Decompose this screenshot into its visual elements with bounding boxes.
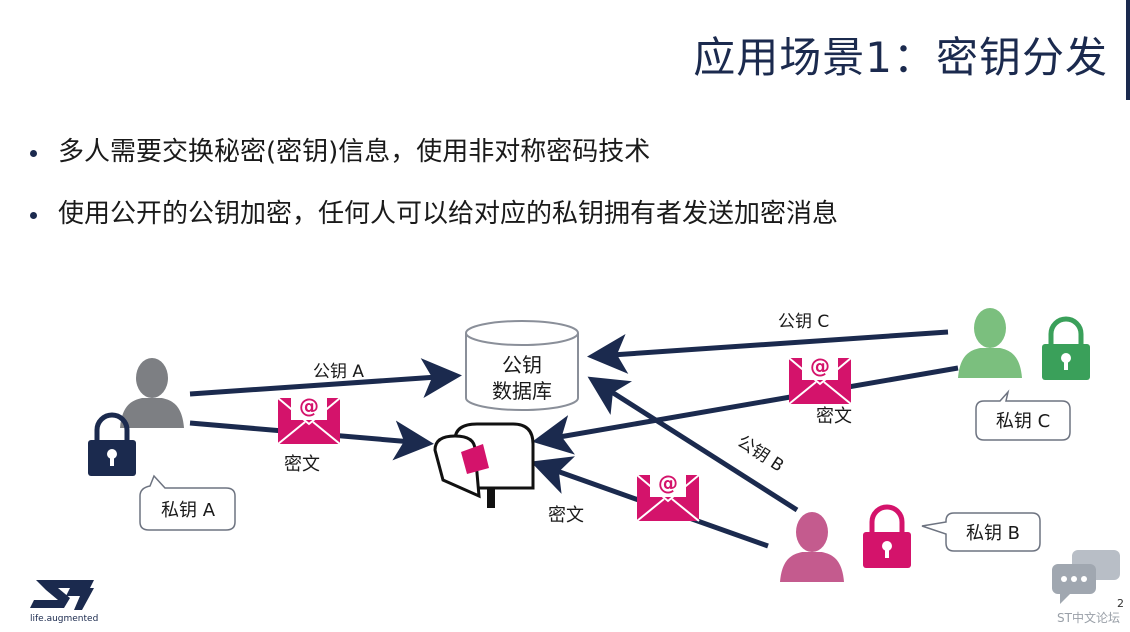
- lock-icon-b: [863, 504, 911, 568]
- lock-icon-a: [88, 412, 136, 476]
- lock-icon-c: [1042, 316, 1090, 380]
- svg-text:@: @: [658, 471, 678, 495]
- logo-tagline: life.augmented: [30, 614, 99, 624]
- privkey-a-bubble: [139, 474, 236, 531]
- svg-text:@: @: [810, 354, 830, 378]
- privkey-a-label: 私钥 A: [161, 500, 216, 521]
- privkey-b-label: 私钥 B: [966, 523, 1020, 544]
- title-accent-bar: [1126, 0, 1130, 100]
- arrow-pubkey-b: [587, 376, 799, 513]
- label-pubkey-b: 公钥 B: [733, 432, 787, 477]
- privkey-c-label: 私钥 C: [996, 411, 1050, 432]
- label-pubkey-a: 公钥 A: [313, 362, 364, 382]
- bullet-list: 多人需要交换秘密(密钥)信息，使用非对称密码技术 使用公开的公钥加密，任何人可以…: [30, 132, 838, 256]
- privkey-c-bubble: [975, 389, 1071, 441]
- bullet-item: 多人需要交换秘密(密钥)信息，使用非对称密码技术: [30, 132, 838, 194]
- envelope-icon-a: @: [277, 390, 341, 445]
- label-cipher-b: 密文: [548, 505, 584, 526]
- page-title: 应用场景1：密钥分发: [693, 33, 1108, 82]
- st-logo: [30, 580, 94, 610]
- database-label-line1: 公钥: [502, 353, 542, 377]
- label-pubkey-c: 公钥 C: [778, 312, 829, 332]
- arrow-pubkey-a: [189, 358, 462, 399]
- envelope-icon-c: @: [788, 350, 852, 405]
- user-c-icon: [958, 308, 1022, 378]
- bullet-item: 使用公开的公钥加密，任何人可以给对应的私钥拥有者发送加密消息: [30, 194, 838, 256]
- arrow-pubkey-c: [587, 329, 949, 374]
- forum-label: ST中文论坛: [1057, 611, 1120, 625]
- svg-text:@: @: [299, 394, 319, 418]
- forum-chat-icon: [1052, 550, 1120, 604]
- label-cipher-a: 密文: [284, 454, 320, 475]
- user-b-icon: [780, 512, 844, 582]
- envelope-icon-b: @: [636, 467, 700, 522]
- label-cipher-c: 密文: [816, 406, 852, 427]
- arrow-cipher-c: [532, 365, 959, 455]
- pubkey-database-icon: [465, 320, 579, 411]
- page-number: 2: [1117, 597, 1124, 610]
- privkey-b-bubble: [921, 512, 1041, 552]
- database-label-line2: 数据库: [492, 379, 552, 403]
- user-a-icon: [120, 358, 184, 428]
- mailbox-icon: [433, 422, 535, 508]
